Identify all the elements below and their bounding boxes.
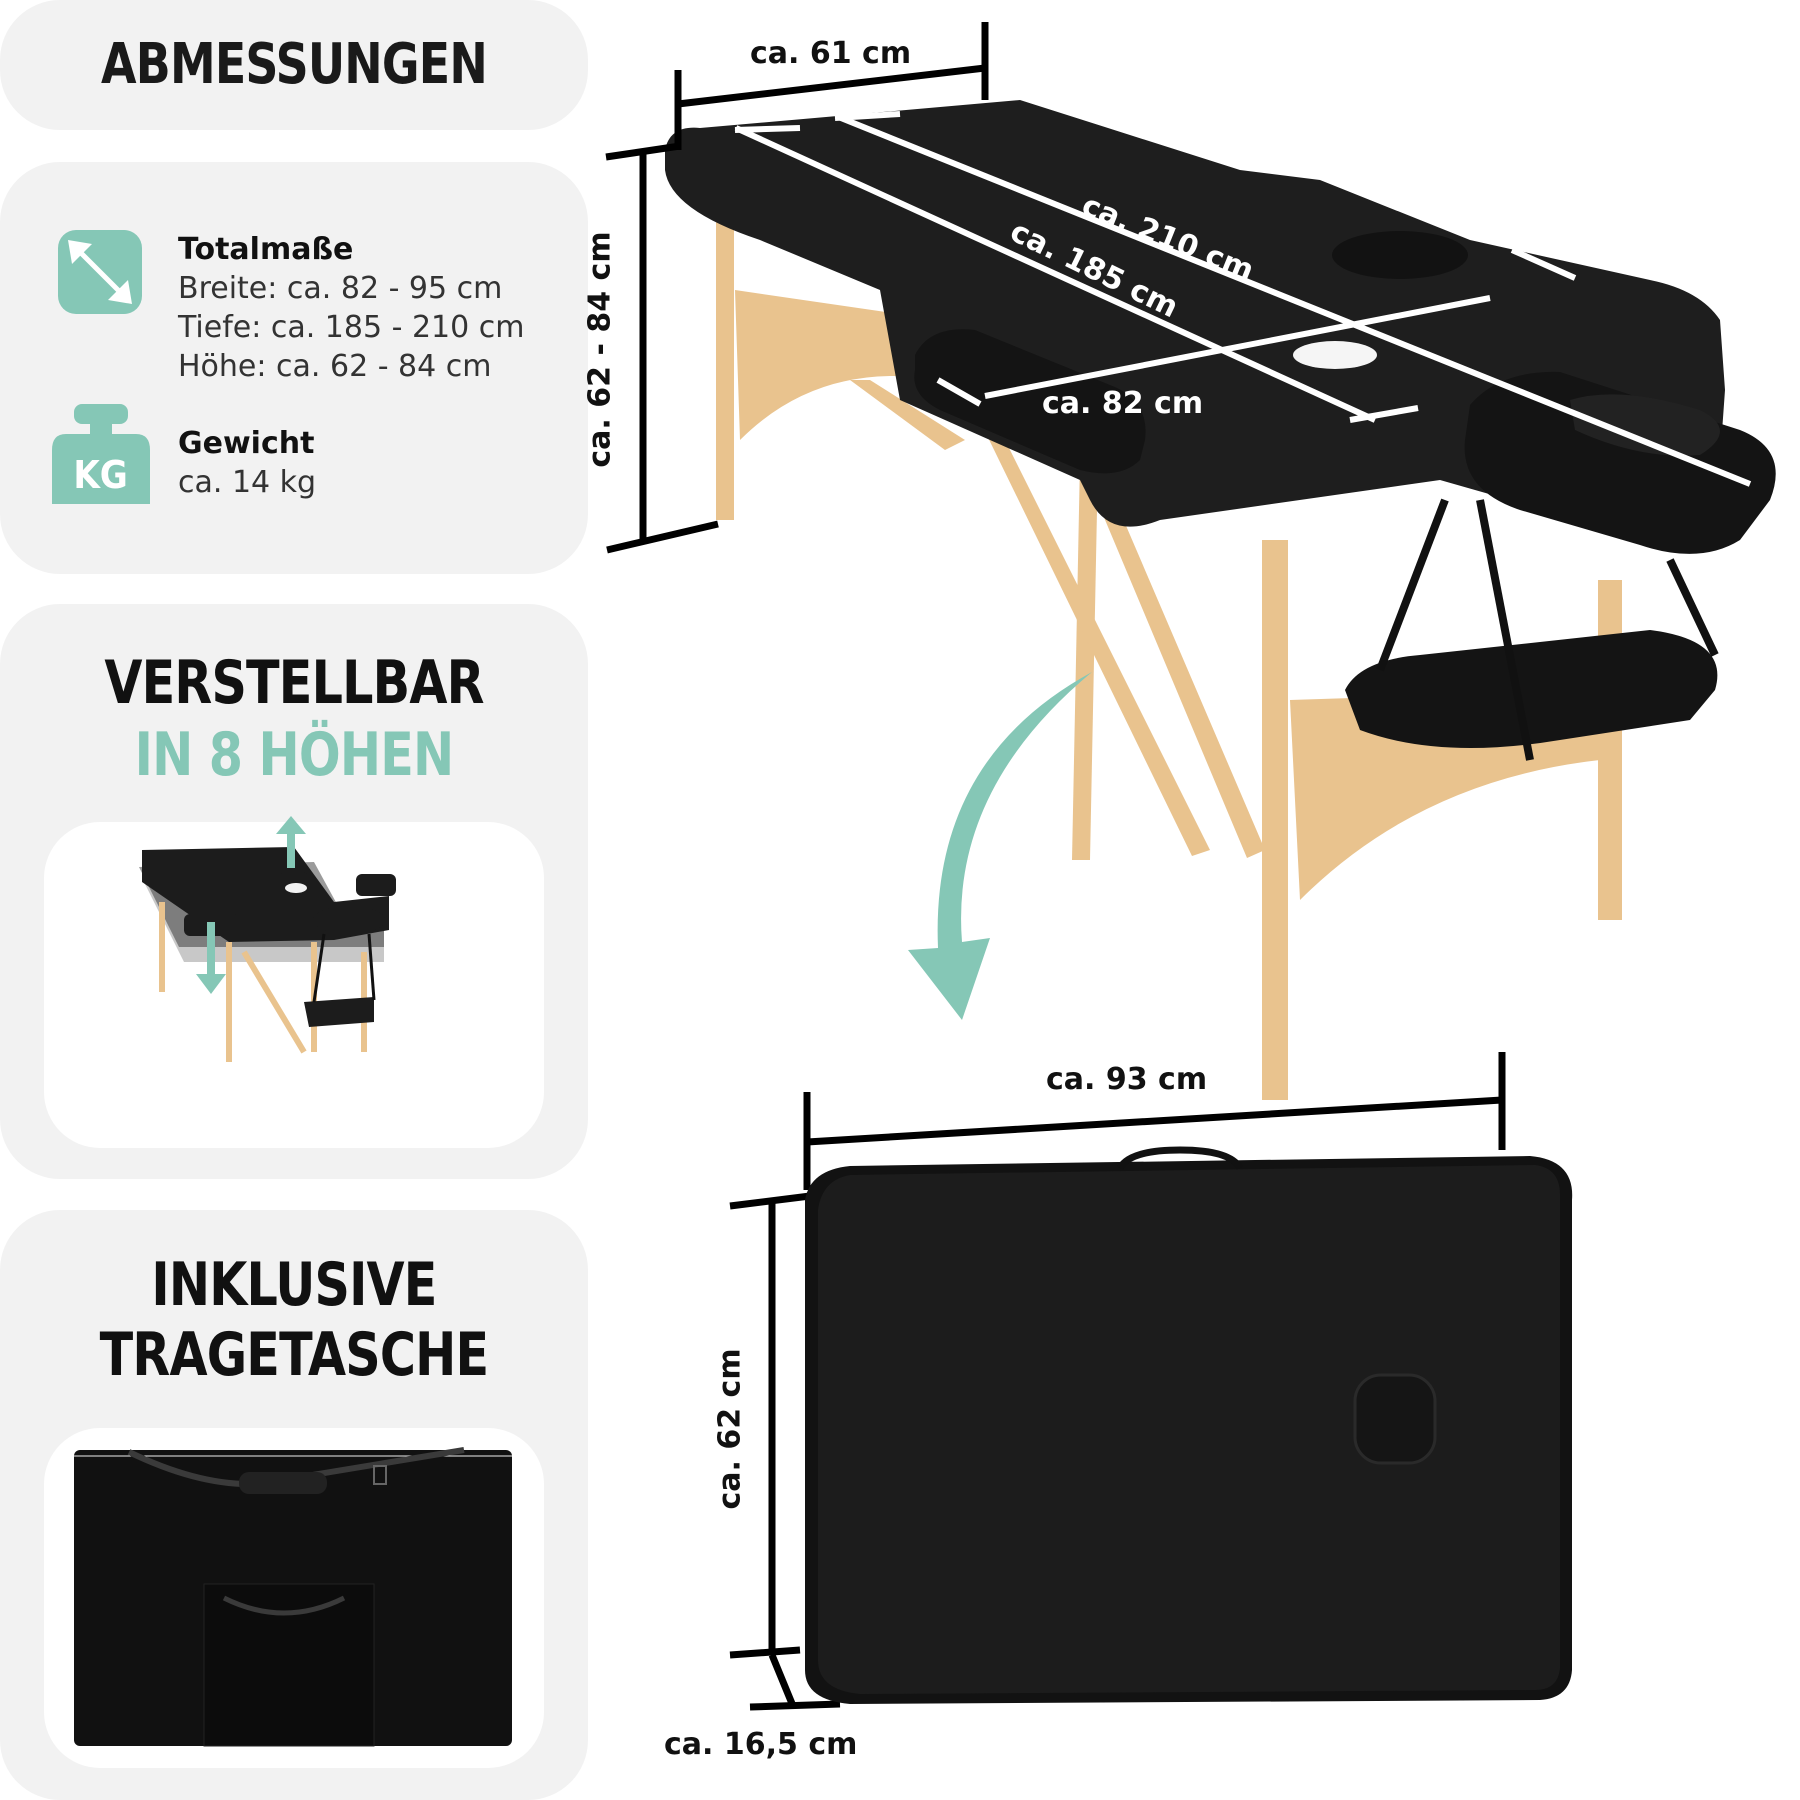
- weight-title: Gewicht: [178, 426, 315, 461]
- folded-width-label: ca. 93 cm: [1046, 1062, 1208, 1097]
- depth-spec: Tiefe: ca. 185 - 210 cm: [178, 310, 525, 345]
- bag-subheading: TRAGETASCHE: [99, 1320, 489, 1390]
- width-spec: Breite: ca. 82 - 95 cm: [178, 271, 503, 306]
- adjustable-image-frame: [44, 816, 544, 1148]
- height-adjust-illustration: [139, 816, 396, 1062]
- weight-block: Gewicht ca. 14 kg: [178, 424, 316, 502]
- folded-height-label: ca. 62 cm: [712, 1348, 748, 1510]
- adjustable-card: VERSTELLBAR IN 8 HÖHEN: [0, 604, 588, 1179]
- svg-text:KG: KG: [73, 452, 128, 497]
- bag-card: INKLUSIVE TRAGETASCHE: [0, 1210, 588, 1800]
- total-dimensions-block: Totalmaße Breite: ca. 82 - 95 cm Tiefe: …: [178, 230, 524, 386]
- carry-bag-illustration: [74, 1447, 512, 1747]
- fold-arrow-icon: [908, 672, 1092, 1020]
- specs-card: Totalmaße Breite: ca. 82 - 95 cm Tiefe: …: [0, 162, 588, 574]
- diagonal-resize-icon: [58, 230, 142, 314]
- folded-depth-label: ca. 16,5 cm: [664, 1727, 858, 1762]
- width-with-armrests-label: ca. 82 cm: [1042, 386, 1204, 421]
- dimensions-heading-card: ABMESSUNGEN: [0, 0, 588, 130]
- up-down-arrows-icon: [196, 816, 306, 994]
- height-range-label: ca. 62 - 84 cm: [582, 231, 618, 468]
- kg-weight-icon: KG: [52, 404, 150, 504]
- dimensions-heading: ABMESSUNGEN: [101, 32, 488, 97]
- total-dimensions-title: Totalmaße: [178, 232, 354, 267]
- adjustable-subheading: IN 8 HÖHEN: [134, 720, 455, 790]
- top-width-label: ca. 61 cm: [750, 36, 912, 71]
- height-spec: Höhe: ca. 62 - 84 cm: [178, 349, 492, 384]
- bag-heading: INKLUSIVE: [151, 1250, 437, 1320]
- weight-value: ca. 14 kg: [178, 465, 317, 500]
- bag-image-frame: [44, 1428, 544, 1768]
- adjustable-heading: VERSTELLBAR: [104, 648, 484, 718]
